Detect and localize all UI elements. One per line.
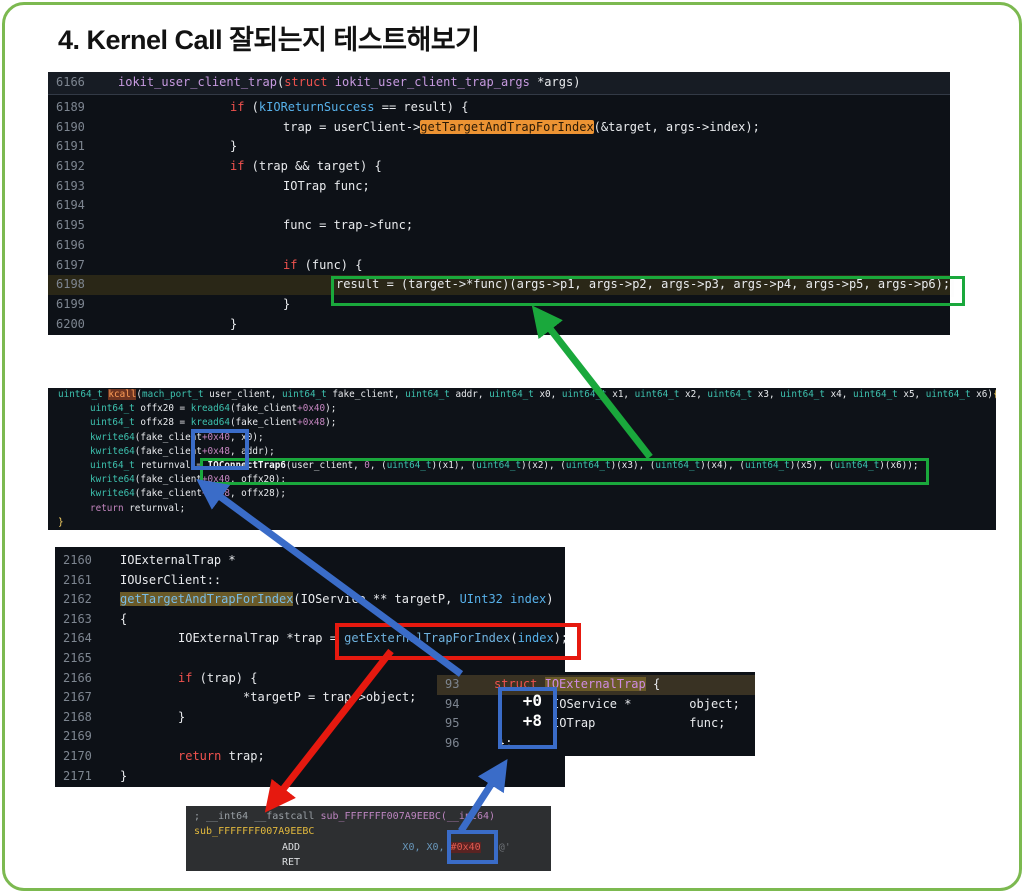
line-number: 2161 xyxy=(63,572,92,587)
code-line: kwrite64(fake_client+0x48, addr); xyxy=(90,445,275,457)
line-number: 96 xyxy=(445,735,460,750)
struct-offset-0-label: +0 xyxy=(522,691,542,710)
line-number: 2168 xyxy=(63,709,92,724)
code-line: sub_FFFFFFF007A9EEBC xyxy=(194,826,315,838)
line-number: 93 xyxy=(445,677,460,691)
line-number: 6199 xyxy=(56,296,85,311)
code-line: uint64_t kcall(mach_port_t user_client, … xyxy=(58,389,996,400)
code-panel-kcall: uint64_t kcall(mach_port_t user_client, … xyxy=(48,388,996,530)
code-line: 6191} xyxy=(48,137,950,157)
line-number: 6196 xyxy=(56,237,85,252)
line-number: 2170 xyxy=(63,748,92,763)
line-number: 6166 xyxy=(56,75,85,89)
line-number: 2162 xyxy=(63,592,92,607)
line-number: 2160 xyxy=(63,553,92,567)
line-number: 2163 xyxy=(63,611,92,626)
code-line: RET xyxy=(282,856,301,868)
line-number: 2164 xyxy=(63,631,92,646)
line-number: 95 xyxy=(445,716,460,730)
code-line: uint64_t offx28 = kread64(fake_client+0x… xyxy=(90,417,337,429)
code-line: 96}; xyxy=(437,734,755,754)
code-line: 6199} xyxy=(48,295,950,315)
code-line: 2163{ xyxy=(55,610,565,630)
code-line: 2171} xyxy=(55,767,565,787)
code-line: 6200} xyxy=(48,315,950,335)
code-line: uint64_t returnval = IOConnectTrap6(user… xyxy=(90,459,919,471)
line-number: 6192 xyxy=(56,159,85,174)
line-number: 6190 xyxy=(56,119,85,134)
page-title: 4. Kernel Call 잘되는지 테스트해보기 xyxy=(58,25,480,55)
code-line: kwrite64(fake_client+0x48, offx28); xyxy=(90,488,286,500)
code-line: uint64_t offx20 = kread64(fake_client+0x… xyxy=(90,403,337,415)
line-number: 6195 xyxy=(56,218,85,233)
code-line: ; __int64 __fastcall sub_FFFFFFF007A9EEB… xyxy=(194,811,496,822)
line-number: 2166 xyxy=(63,670,92,685)
code-line: ADD X0, X0, #0x40 '@' xyxy=(282,841,511,853)
line-number: 6194 xyxy=(56,198,85,213)
code-line: 2165 xyxy=(55,649,565,669)
line-number: 6189 xyxy=(56,100,85,114)
struct-offset-8-label: +8 xyxy=(522,711,542,730)
line-number: 6200 xyxy=(56,316,85,331)
code-line: } xyxy=(58,516,64,528)
code-line: 2169 xyxy=(55,727,565,747)
line-number: 2165 xyxy=(63,650,92,665)
line-number: 94 xyxy=(445,696,460,711)
code-line: 2168} xyxy=(55,708,565,728)
code-line: return returnval; xyxy=(90,502,186,514)
code-line: 6196 xyxy=(48,236,950,256)
line-number: 2169 xyxy=(63,729,92,744)
code-line: kwrite64(fake_client+0x40, offx20); xyxy=(90,474,286,486)
code-line: 6194 xyxy=(48,196,950,216)
line-number: 2171 xyxy=(63,768,92,783)
disassembly-panel: ; __int64 __fastcall sub_FFFFFFF007A9EEB… xyxy=(186,806,551,871)
text-cursor xyxy=(951,280,954,297)
code-line: kwrite64(fake_client+0x40, x0); xyxy=(90,431,264,443)
line-number: 6193 xyxy=(56,178,85,193)
line-number: 6191 xyxy=(56,139,85,154)
line-number: 6197 xyxy=(56,257,85,272)
line-number: 2167 xyxy=(63,690,92,705)
line-number: 6198 xyxy=(56,277,85,292)
